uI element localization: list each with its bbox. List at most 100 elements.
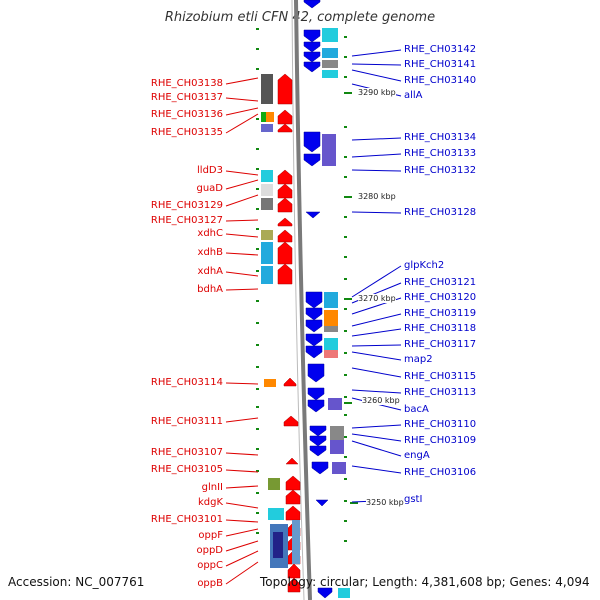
gene-block[interactable] — [322, 28, 338, 42]
gene-block[interactable] — [261, 242, 273, 264]
gene-block[interactable] — [261, 184, 273, 196]
gene-block[interactable] — [261, 198, 273, 210]
gene-label-left[interactable]: RHE_CH03105 — [150, 464, 223, 475]
gene-label-left[interactable]: xdhA — [197, 266, 223, 277]
gene-block[interactable] — [338, 588, 350, 598]
gene-label-left[interactable]: RHE_CH03127 — [150, 215, 223, 226]
gene-block[interactable] — [322, 48, 338, 58]
gene-label-right[interactable]: RHE_CH03134 — [404, 132, 477, 143]
gene-label-right[interactable]: RHE_CH03132 — [404, 165, 477, 176]
gene-block[interactable] — [330, 440, 344, 454]
reverse-gene-arrow[interactable] — [305, 211, 321, 219]
reverse-gene-arrow[interactable] — [305, 319, 323, 333]
gene-label-left[interactable]: RHE_CH03114 — [150, 377, 223, 388]
gene-label-left[interactable]: RHE_CH03136 — [150, 109, 223, 120]
gene-label-right[interactable]: RHE_CH03128 — [404, 207, 477, 218]
reverse-gene-arrow[interactable] — [303, 51, 321, 63]
gene-block[interactable] — [261, 124, 273, 132]
gene-block[interactable] — [324, 326, 338, 332]
gene-label-left[interactable]: RHE_CH03129 — [150, 200, 223, 211]
gene-block[interactable] — [261, 74, 273, 104]
gene-block[interactable] — [324, 310, 338, 326]
reverse-gene-arrow[interactable] — [309, 435, 327, 447]
reverse-gene-arrow[interactable] — [307, 399, 325, 413]
forward-gene-arrow[interactable] — [285, 475, 301, 491]
reverse-gene-arrow[interactable] — [305, 291, 323, 309]
gene-label-left[interactable]: oppB — [197, 578, 223, 589]
gene-label-right[interactable]: bacA — [404, 404, 429, 415]
reverse-gene-arrow[interactable] — [305, 345, 323, 359]
gene-block[interactable] — [261, 230, 273, 240]
forward-gene-arrow[interactable] — [277, 109, 293, 125]
gene-block[interactable] — [324, 350, 338, 358]
gene-label-left[interactable]: RHE_CH03107 — [150, 447, 223, 458]
reverse-gene-arrow[interactable] — [305, 333, 323, 347]
forward-gene-arrow[interactable] — [277, 241, 293, 265]
gene-block[interactable] — [261, 112, 269, 122]
forward-gene-arrow[interactable] — [277, 169, 293, 185]
forward-gene-arrow[interactable] — [283, 377, 297, 387]
gene-label-right[interactable]: allA — [404, 90, 423, 101]
gene-label-left[interactable]: bdhA — [197, 284, 223, 295]
gene-label-left[interactable]: kdgK — [197, 497, 223, 508]
gene-label-left[interactable]: RHE_CH03135 — [150, 127, 223, 138]
forward-gene-arrow[interactable] — [277, 183, 293, 199]
gene-label-right[interactable]: RHE_CH03121 — [404, 277, 477, 288]
gene-label-left[interactable]: RHE_CH03111 — [150, 416, 223, 427]
reverse-gene-arrow[interactable] — [309, 425, 327, 437]
gene-block[interactable] — [268, 508, 284, 520]
gene-label-right[interactable]: RHE_CH03141 — [404, 59, 477, 70]
forward-gene-arrow[interactable] — [277, 263, 293, 285]
reverse-gene-arrow[interactable] — [303, 61, 321, 73]
forward-gene-arrow[interactable] — [287, 563, 301, 579]
forward-gene-arrow[interactable] — [277, 123, 293, 133]
gene-label-left[interactable]: xdhC — [197, 228, 223, 239]
gene-label-right[interactable]: RHE_CH03113 — [404, 387, 477, 398]
gene-block[interactable] — [292, 520, 300, 564]
gene-label-right[interactable]: RHE_CH03120 — [404, 292, 477, 303]
gene-label-right[interactable]: gstI — [404, 494, 423, 505]
reverse-gene-arrow[interactable] — [307, 387, 325, 401]
gene-label-left[interactable]: RHE_CH03137 — [150, 92, 223, 103]
reverse-gene-arrow[interactable] — [311, 461, 329, 475]
reverse-gene-arrow[interactable] — [309, 445, 327, 457]
gene-label-right[interactable]: RHE_CH03110 — [404, 419, 477, 430]
forward-gene-arrow[interactable] — [277, 73, 293, 105]
gene-label-left[interactable]: oppF — [198, 530, 223, 541]
gene-label-left[interactable]: oppC — [197, 560, 223, 571]
forward-gene-arrow[interactable] — [285, 457, 299, 465]
reverse-gene-arrow[interactable] — [315, 499, 329, 507]
gene-label-right[interactable]: RHE_CH03140 — [404, 75, 477, 86]
gene-label-right[interactable]: RHE_CH03109 — [404, 435, 477, 446]
gene-label-right[interactable]: RHE_CH03117 — [404, 339, 477, 350]
forward-gene-arrow[interactable] — [285, 489, 301, 505]
gene-label-left[interactable]: glnII — [201, 482, 223, 493]
gene-label-right[interactable]: RHE_CH03118 — [404, 323, 477, 334]
gene-label-left[interactable]: oppD — [196, 545, 223, 556]
gene-label-right[interactable]: RHE_CH03142 — [404, 44, 477, 55]
gene-block[interactable] — [322, 134, 336, 166]
gene-label-left[interactable]: RHE_CH03138 — [150, 78, 223, 89]
gene-label-left[interactable]: xdhB — [197, 247, 223, 258]
gene-block[interactable] — [328, 398, 342, 410]
reverse-gene-arrow[interactable] — [303, 41, 321, 53]
gene-block[interactable] — [324, 292, 338, 308]
gene-block[interactable] — [332, 462, 346, 474]
reverse-gene-arrow[interactable] — [303, 0, 321, 9]
gene-block[interactable] — [273, 532, 283, 558]
gene-label-right[interactable]: RHE_CH03133 — [404, 148, 477, 159]
gene-label-right[interactable]: RHE_CH03106 — [404, 467, 477, 478]
gene-block[interactable] — [261, 266, 273, 284]
gene-label-left[interactable]: lldD3 — [197, 165, 223, 176]
gene-label-right[interactable]: RHE_CH03119 — [404, 308, 477, 319]
gene-block[interactable] — [266, 112, 274, 122]
forward-gene-arrow[interactable] — [277, 229, 293, 243]
gene-block[interactable] — [261, 170, 273, 182]
forward-gene-arrow[interactable] — [287, 577, 301, 593]
reverse-gene-arrow[interactable] — [307, 363, 325, 383]
forward-gene-arrow[interactable] — [285, 505, 301, 521]
gene-label-right[interactable]: glpKch2 — [404, 260, 445, 271]
gene-block[interactable] — [324, 338, 338, 350]
forward-gene-arrow[interactable] — [277, 217, 293, 227]
gene-label-right[interactable]: RHE_CH03115 — [404, 371, 477, 382]
